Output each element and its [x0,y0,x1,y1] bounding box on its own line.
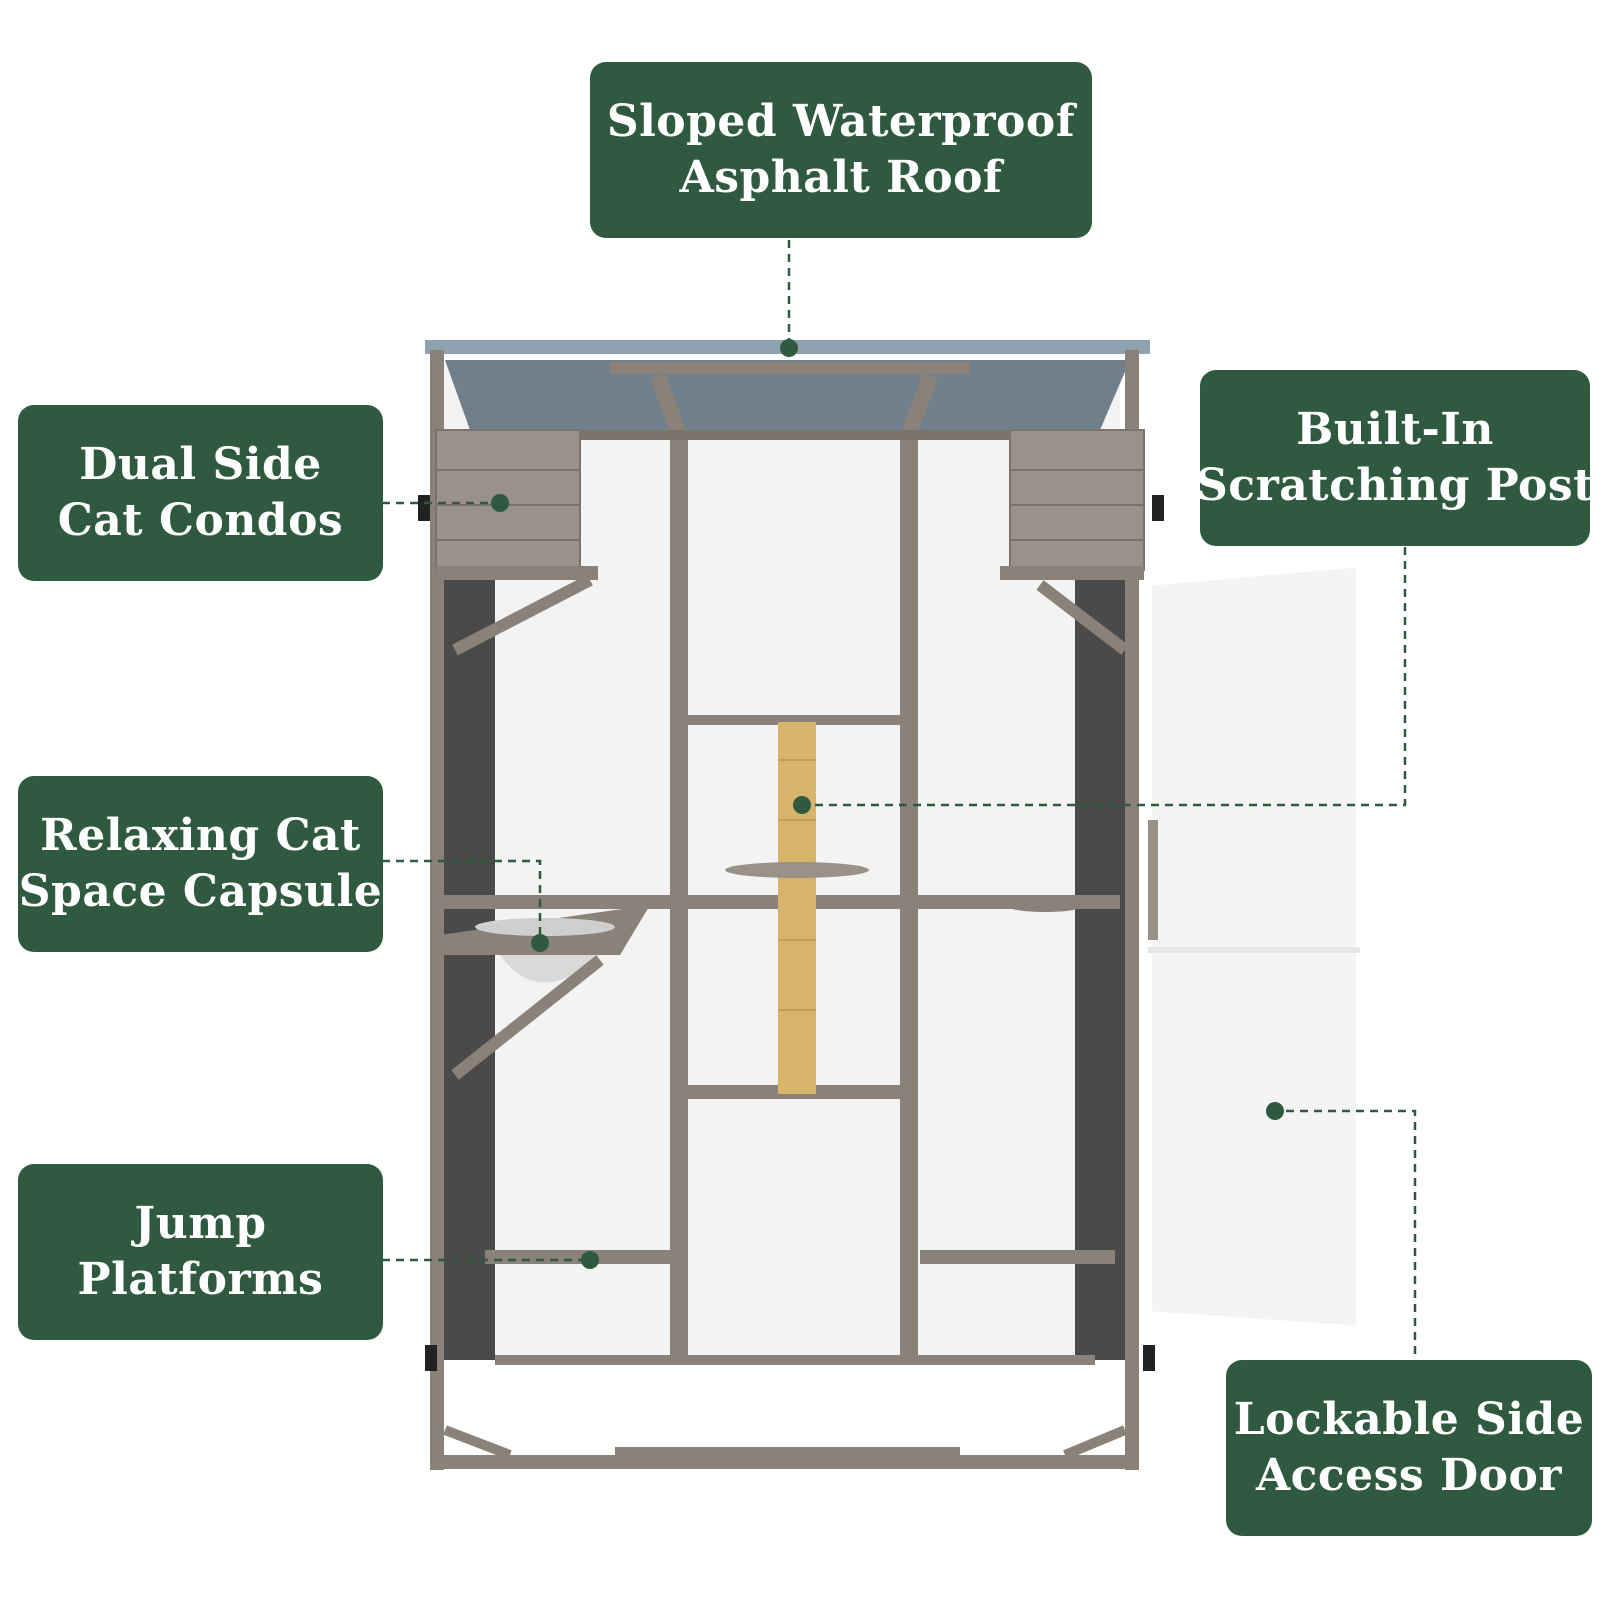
roof-strut-1 [650,373,686,435]
jump-platform-right [920,1250,1115,1264]
capsule-brace [451,955,604,1080]
frame-base [440,1455,1135,1469]
roof-beam [610,362,970,374]
post-disc [725,862,869,878]
leader-scratch [800,547,1407,807]
leader-capsule [382,859,542,940]
label-door: Lockable Side Access Door [1226,1360,1592,1536]
label-line: Platforms [77,1254,324,1305]
label-line: Cat Condos [57,495,344,546]
label-line: Space Capsule [18,866,383,917]
leader-door [1272,1109,1417,1358]
label-scratch: Built-In Scratching Post [1196,370,1594,546]
scratching-post [778,722,816,1094]
label-line: Lockable Side [1233,1394,1585,1445]
upper-center-platform [680,715,910,725]
roof-underside [445,360,1130,430]
label-line: Built-In [1296,404,1494,455]
label-line: Scratching Post [1196,460,1594,511]
leader-dot-door [1266,1102,1284,1120]
frame-bottom-rail [495,1355,1095,1365]
label-capsule: Relaxing Cat Space Capsule [18,776,383,952]
label-condos: Dual Side Cat Condos [18,405,383,581]
label-line: Relaxing Cat [40,810,361,861]
label-line: Dual Side [79,439,322,490]
leader-dot-scratch [793,796,811,814]
label-jump: Jump Platforms [18,1164,383,1340]
label-line: Access Door [1255,1450,1563,1501]
frame-left-post [430,350,444,1470]
leader-dot-jump [581,1251,599,1269]
roof-strut-2 [902,373,938,435]
side-door [1144,558,1364,1335]
capsule-rim [475,918,615,936]
leader-dot-capsule [531,934,549,952]
leader-dot-condos [491,494,509,512]
label-roof: Sloped Waterproof Asphalt Roof [590,62,1092,238]
label-line: Jump [134,1198,267,1249]
frame-right-post [1125,350,1139,1470]
top-rail [440,430,1120,440]
space-capsule [500,955,600,983]
left-side-panel [440,460,495,1360]
label-line: Asphalt Roof [679,152,1003,203]
right-side-panel [1075,460,1125,1360]
left-condo-brace [452,574,593,656]
label-line: Sloped Waterproof [606,96,1076,147]
right-condo [1009,429,1145,571]
right-condo-brace [1036,580,1129,655]
right-bowl [1005,898,1085,912]
leader-dot-roof [780,339,798,357]
